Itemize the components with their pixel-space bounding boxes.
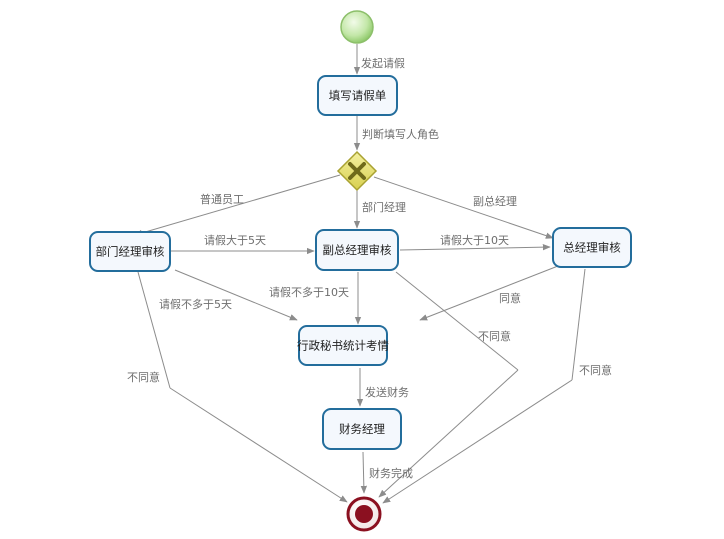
edge-label-vice-to-end: 不同意 xyxy=(478,329,511,343)
edge-label-dept-to-secretary: 请假不多于5天 xyxy=(159,297,232,311)
edge-label-gm-to-secretary: 同意 xyxy=(499,291,521,305)
edge-label-vice-to-secretary: 请假不多于10天 xyxy=(269,285,349,299)
edge-dept-to-end-tail xyxy=(169,387,348,503)
start-event[interactable] xyxy=(340,10,374,44)
task-secretary-label: 行政秘书统计考情 xyxy=(297,339,389,353)
edge-gateway-to-gm xyxy=(373,176,554,239)
edge-label-gateway-to-vice: 部门经理 xyxy=(362,200,406,214)
edge-label-dept-to-vice: 请假大于5天 xyxy=(204,233,266,247)
task-finance[interactable]: 财务经理 xyxy=(322,408,402,450)
edge-dept-to-end xyxy=(137,271,171,389)
task-finance-label: 财务经理 xyxy=(339,422,385,436)
edge-label-gm-to-end: 不同意 xyxy=(579,363,612,377)
edge-label-fill-to-gateway: 判断填写人角色 xyxy=(362,127,439,141)
edge-label-gateway-to-gm: 副总经理 xyxy=(473,194,517,208)
exclusive-gateway[interactable] xyxy=(336,150,378,192)
task-dept-review[interactable]: 部门经理审核 xyxy=(89,231,171,272)
edge-gm-to-end xyxy=(571,268,586,381)
edge-vice-to-gm xyxy=(399,243,551,251)
edge-label-gateway-to-dept: 普通员工 xyxy=(200,192,244,206)
task-vice-review[interactable]: 副总经理审核 xyxy=(315,229,399,271)
task-gm-review-label: 总经理审核 xyxy=(563,241,621,255)
edge-dept-to-secretary xyxy=(174,269,298,321)
edge-label-vice-to-gm: 请假大于10天 xyxy=(440,233,509,247)
task-fill-form[interactable]: 填写请假单 xyxy=(317,75,398,116)
edge-label-finance-to-end: 财务完成 xyxy=(369,466,413,480)
edge-gm-to-secretary xyxy=(419,265,559,321)
edge-label-secretary-to-finance: 发送财务 xyxy=(365,385,409,399)
task-gm-review[interactable]: 总经理审核 xyxy=(552,227,632,268)
close-x-icon xyxy=(348,162,366,180)
edge-label-dept-to-end: 不同意 xyxy=(127,370,160,384)
edge-label-start-to-fill: 发起请假 xyxy=(361,56,405,70)
task-secretary[interactable]: 行政秘书统计考情 xyxy=(297,325,389,366)
edge-vice-to-end-tail xyxy=(378,369,519,498)
task-vice-review-label: 副总经理审核 xyxy=(323,243,392,257)
edge-gm-to-end-tail xyxy=(382,379,573,504)
edge-finance-to-end xyxy=(360,451,368,494)
task-dept-review-label: 部门经理审核 xyxy=(96,245,165,259)
task-fill-form-label: 填写请假单 xyxy=(329,89,387,103)
edge-gateway-to-dept xyxy=(134,174,341,237)
edge-vice-to-end xyxy=(395,271,519,371)
end-event[interactable] xyxy=(346,496,382,532)
